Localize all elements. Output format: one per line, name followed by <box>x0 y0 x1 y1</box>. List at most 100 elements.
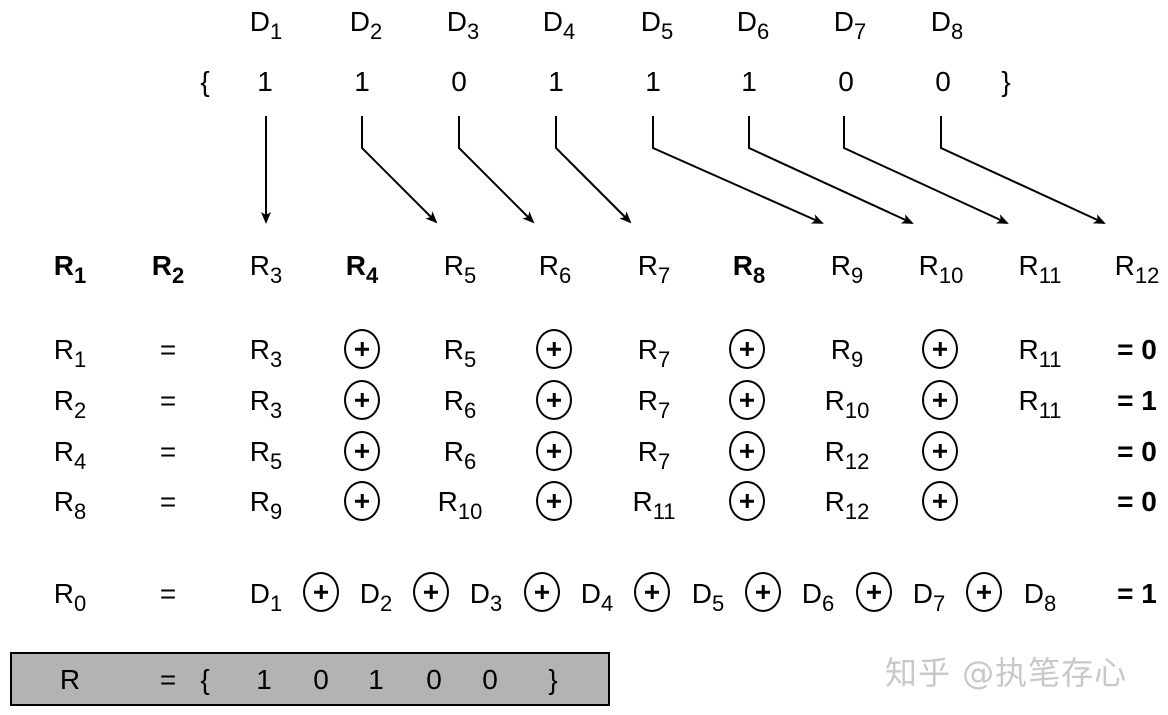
arrow-d4-r7 <box>555 116 632 224</box>
position-r5: R5 <box>443 250 477 288</box>
result-box <box>10 652 610 706</box>
data-value-d6: 1 <box>741 66 757 97</box>
data-value-d5: 1 <box>645 66 661 97</box>
xor-icon <box>344 329 380 369</box>
eq-term: R12 <box>824 486 870 524</box>
equals-sign: = <box>159 578 177 609</box>
xor-icon <box>729 481 765 521</box>
equals-sign: = <box>159 334 177 365</box>
xor-icon <box>344 431 380 471</box>
data-value-d3: 0 <box>451 66 467 97</box>
equals-sign: = <box>159 385 177 416</box>
position-r3: R3 <box>249 250 283 288</box>
eq-term: R9 <box>249 486 283 524</box>
data-label-d6: D6 <box>736 6 770 44</box>
arrow-d7-r11 <box>843 116 1009 224</box>
xor-icon <box>922 380 958 420</box>
data-label-d3: D3 <box>446 6 480 44</box>
position-r2: R2 <box>151 250 185 288</box>
data-label-d2: D2 <box>349 6 383 44</box>
xor-icon <box>524 572 560 612</box>
result-bit: 0 <box>426 664 442 695</box>
eq-term: R7 <box>637 385 671 423</box>
xor-icon <box>922 431 958 471</box>
data-label-d4: D4 <box>542 6 576 44</box>
eq-term: R10 <box>437 486 483 524</box>
xor-icon <box>634 572 670 612</box>
data-label-d5: D5 <box>640 6 674 44</box>
arrow-d6-r10 <box>748 116 914 224</box>
data-value-d8: 0 <box>935 66 951 97</box>
data-label-d8: D8 <box>930 6 964 44</box>
open-brace: { <box>200 66 210 97</box>
result-bit: 1 <box>368 664 384 695</box>
watermark: 知乎 @执笔存心 <box>885 654 1128 692</box>
equals-sign: = <box>159 664 177 695</box>
eq-term: R12 <box>824 436 870 474</box>
xor-icon <box>729 329 765 369</box>
equals-sign: = <box>159 486 177 517</box>
eq-term: D3 <box>469 578 503 616</box>
xor-icon <box>922 329 958 369</box>
xor-icon <box>745 572 781 612</box>
eq-term: R6 <box>443 436 477 474</box>
eq-term: R3 <box>249 334 283 372</box>
position-r8: R8 <box>732 250 766 288</box>
position-r1: R1 <box>53 250 87 288</box>
position-r6: R6 <box>538 250 572 288</box>
arrow-d2-r5 <box>361 116 438 224</box>
result-bit: 1 <box>256 664 272 695</box>
xor-icon <box>729 380 765 420</box>
data-value-d2: 1 <box>354 66 370 97</box>
arrow-d8-r12 <box>940 116 1106 224</box>
eq-term: D7 <box>912 578 946 616</box>
open-brace: { <box>200 664 210 695</box>
eq-term: R7 <box>637 436 671 474</box>
data-value-d1: 1 <box>257 66 273 97</box>
eq-term: D2 <box>359 578 393 616</box>
position-r7: R7 <box>637 250 671 288</box>
eq-term: R10 <box>824 385 870 423</box>
eq-term: D5 <box>691 578 725 616</box>
result-label: R <box>59 664 81 695</box>
eq-term: R11 <box>632 486 676 524</box>
xor-icon <box>922 481 958 521</box>
equals-sign: = <box>159 436 177 467</box>
arrow-d3-r6 <box>458 116 535 224</box>
xor-icon <box>413 572 449 612</box>
eq-result: = 0 <box>1117 436 1157 467</box>
eq-term: R5 <box>249 436 283 474</box>
xor-icon <box>966 572 1002 612</box>
xor-icon <box>344 481 380 521</box>
eq-term: R5 <box>443 334 477 372</box>
position-r4: R4 <box>345 250 379 288</box>
eq-lhs: R0 <box>53 578 87 616</box>
close-brace: } <box>548 664 558 695</box>
xor-icon <box>536 380 572 420</box>
eq-term: R11 <box>1018 385 1062 423</box>
xor-icon <box>344 380 380 420</box>
eq-lhs: R1 <box>53 334 87 372</box>
data-value-d7: 0 <box>838 66 854 97</box>
eq-term: R7 <box>637 334 671 372</box>
eq-term: D1 <box>249 578 283 616</box>
result-bit: 0 <box>482 664 498 695</box>
eq-term: D4 <box>580 578 614 616</box>
xor-icon <box>536 329 572 369</box>
eq-term: D6 <box>801 578 835 616</box>
result-bit: 0 <box>313 664 329 695</box>
position-r10: R10 <box>918 250 964 288</box>
eq-term: R6 <box>443 385 477 423</box>
eq-result: = 1 <box>1117 578 1157 609</box>
position-r11: R11 <box>1018 250 1062 288</box>
position-r9: R9 <box>830 250 864 288</box>
position-r12: R12 <box>1114 250 1160 288</box>
eq-result: = 1 <box>1117 385 1157 416</box>
xor-icon <box>536 481 572 521</box>
xor-icon <box>536 431 572 471</box>
xor-icon <box>856 572 892 612</box>
eq-lhs: R8 <box>53 486 87 524</box>
eq-term: R11 <box>1018 334 1062 372</box>
eq-term: R3 <box>249 385 283 423</box>
